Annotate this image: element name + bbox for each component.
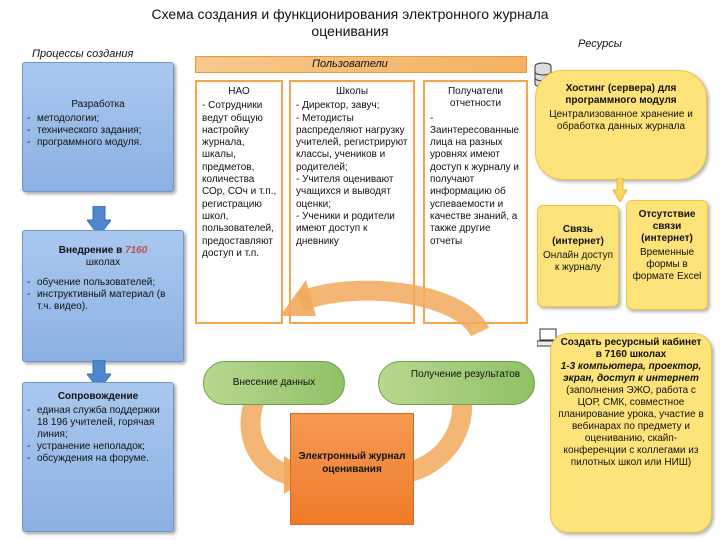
- process-implementation-title: Внедрение в 7160 школах: [23, 245, 183, 269]
- list-item: единая служба поддержки 18 196 учителей,…: [27, 405, 169, 441]
- arrow-down-icon: [613, 178, 627, 202]
- oval-data-input-label: Внесение данных: [232, 377, 316, 388]
- arrow-top-arc: [295, 280, 490, 338]
- list-item: устранение неполадок;: [27, 441, 169, 453]
- process-support-list: единая служба поддержки 18 196 учителей,…: [27, 405, 169, 465]
- resource-no-link: Отсутствие связи (интернет) Временные фо…: [626, 200, 708, 310]
- user-schools-text: - Директор, завуч; - Методисты распредел…: [296, 100, 408, 247]
- list-item: обучение пользователей;: [27, 277, 179, 289]
- oval-results-label: Получение результатов: [410, 369, 521, 380]
- processes-header: Процессы создания: [32, 48, 134, 60]
- list-item: методологии;: [27, 113, 169, 125]
- computer-icon: [537, 328, 559, 347]
- process-support: Сопровождение единая служба поддержки 18…: [22, 382, 174, 532]
- list-item: программного модуля.: [27, 137, 169, 149]
- process-development-list: методологии; технического задания; прогр…: [27, 113, 169, 149]
- process-development: Разработка методологии; технического зад…: [22, 62, 174, 192]
- process-implementation-list: обучение пользователей; инструктивный ма…: [27, 277, 179, 313]
- journal-box: Электронный журнал оценивания: [290, 413, 414, 525]
- user-nao-text: - Сотрудники ведут общую настройку журна…: [202, 100, 277, 259]
- process-support-title: Сопровождение: [57, 391, 139, 402]
- page-title: Схема создания и функционирования электр…: [151, 6, 549, 39]
- resource-cabinet-text: (заполнения ЭЖО, работа с ЦОР, СМК, совм…: [558, 385, 704, 468]
- user-recipients-title: Получатели отчетности: [447, 86, 504, 110]
- resources-header: Ресурсы: [578, 38, 622, 50]
- list-item: технического задания;: [27, 125, 169, 137]
- resource-hosting-text: Централизованное хранение и обработка да…: [549, 109, 693, 132]
- list-item: инструктивный материал (в т.ч. видео).: [27, 289, 179, 313]
- resource-hosting: Хостинг (сервера) для программного модул…: [535, 70, 707, 180]
- resource-no-link-title: Отсутствие связи (интернет): [638, 209, 696, 244]
- resource-cabinet-equipment: 1-3 компьютера, проектор, экран, доступ …: [560, 361, 702, 384]
- arrow-down-icon: [87, 206, 111, 236]
- user-recipients: Получатели отчетности - Заинтересованные…: [423, 80, 528, 324]
- resource-cabinet-title: Создать ресурсный кабинет в 7160 школах: [560, 337, 702, 360]
- users-band: [195, 56, 527, 73]
- journal-label: Электронный журнал оценивания: [298, 451, 406, 475]
- resource-link: Связь (интернет) Онлайн доступ к журналу: [537, 205, 619, 307]
- users-header: Пользователи: [312, 58, 388, 70]
- impl-title-post: школах: [85, 257, 121, 268]
- resource-hosting-title: Хостинг (сервера) для программного модул…: [565, 83, 677, 106]
- user-recipients-text: - Заинтересованные лица на разных уровня…: [430, 112, 520, 247]
- impl-title-pre: Внедрение в: [58, 245, 123, 256]
- process-development-title: Разработка: [71, 99, 125, 110]
- resource-link-text: Онлайн доступ к журналу: [542, 250, 614, 273]
- process-implementation: Внедрение в 7160 школах обучение пользов…: [22, 230, 184, 362]
- list-item: обсуждения на форуме.: [27, 453, 169, 465]
- user-nao-title: НАО: [228, 86, 250, 97]
- impl-title-num: 7160: [125, 245, 148, 256]
- user-nao: НАО - Сотрудники ведут общую настройку ж…: [195, 80, 283, 324]
- resource-cabinet: Создать ресурсный кабинет в 7160 школах …: [550, 333, 712, 533]
- oval-data-input: Внесение данных: [203, 361, 345, 405]
- resource-link-title: Связь (интернет): [552, 224, 604, 247]
- user-schools-title: Школы: [335, 86, 369, 97]
- resource-no-link-text: Временные формы в формате Excel: [632, 247, 702, 282]
- arrow-head-icon: [280, 280, 316, 316]
- oval-results: Получение результатов: [378, 361, 535, 405]
